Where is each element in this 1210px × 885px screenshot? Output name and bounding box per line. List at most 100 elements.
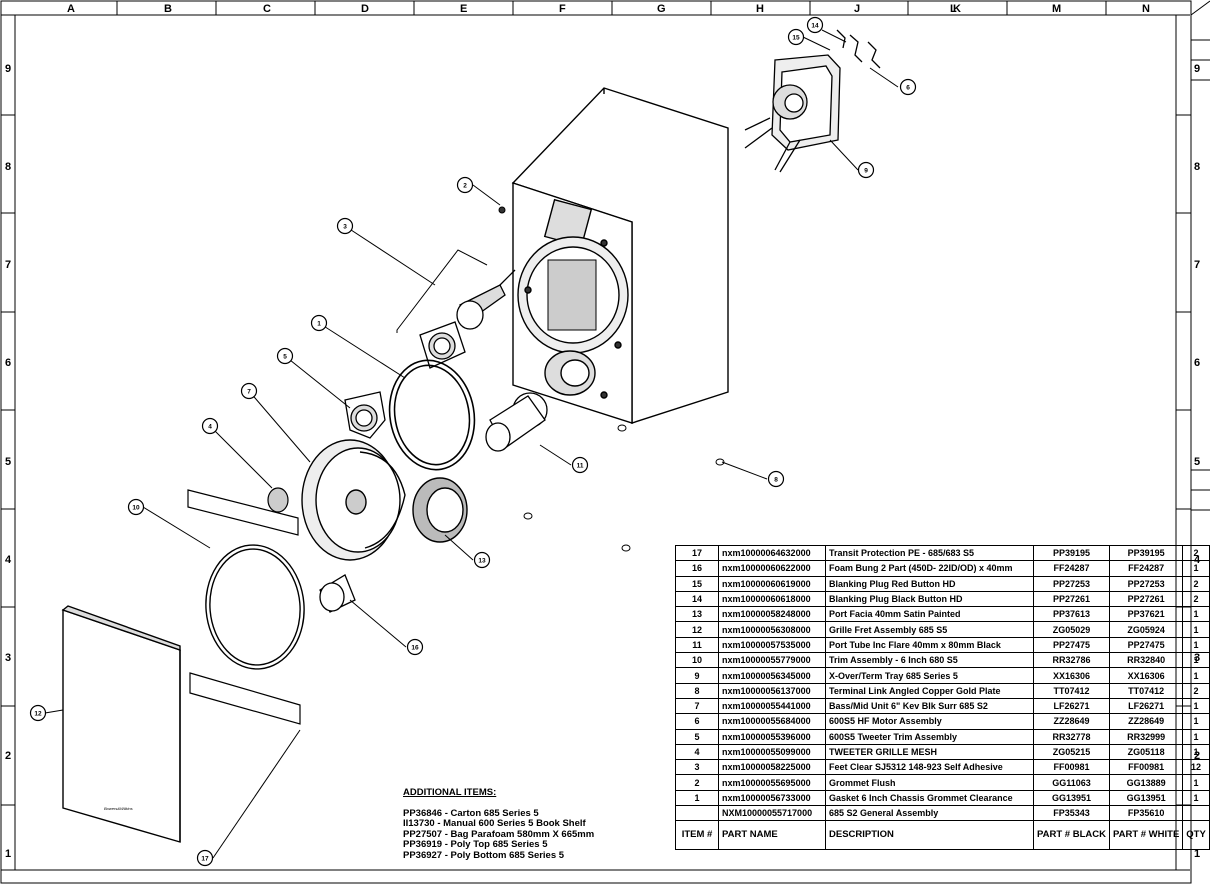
bom-cell-part-black: GG13951: [1033, 789, 1110, 807]
bom-cell-part-black: ZG05215: [1033, 743, 1110, 761]
row-label: 3: [5, 652, 11, 664]
bom-cell-part-name: nxm10000064632000: [718, 544, 826, 562]
bom-cell-part-white: FF24287: [1108, 560, 1184, 577]
column-label: D: [361, 3, 369, 15]
bom-cell-part-white: TT07412: [1108, 682, 1184, 699]
bom-cell-description: 600S5 Tweeter Trim Assembly: [825, 728, 1034, 745]
bom-cell-qty: 1: [1182, 652, 1210, 669]
bom-cell-qty: 1: [1182, 621, 1210, 638]
bom-header-item: ITEM #: [675, 820, 719, 851]
callout-10: 10: [127, 498, 145, 516]
bom-cell-part-black: RR32778: [1033, 728, 1110, 745]
row-label: 4: [5, 554, 12, 566]
cabinet: [511, 87, 729, 424]
callout-9: 9: [857, 161, 875, 179]
row-label: 5: [1194, 456, 1200, 468]
callout-number: 8: [774, 477, 778, 484]
bom-cell-part-white: RR32999: [1108, 728, 1184, 745]
bom-cell-qty: 1: [1182, 789, 1210, 807]
bom-cell-description: Foam Bung 2 Part (450D- 22ID/OD) x 40mm: [825, 560, 1034, 577]
bom-cell-part-name: nxm10000056308000: [718, 621, 826, 638]
bom-cell-description: Terminal Link Angled Copper Gold Plate: [825, 682, 1034, 699]
bom-cell-part-name: nxm10000055684000: [718, 713, 826, 730]
additional-item: PP36927 - Poly Bottom 685 Series 5: [403, 849, 565, 861]
bom-cell-item: 3: [675, 759, 719, 776]
column-label: M: [1052, 3, 1061, 15]
bom-cell-item: 13: [675, 606, 719, 623]
row-label: 9: [1194, 63, 1200, 75]
bom-cell-part-black: PP27261: [1033, 590, 1110, 608]
bom-cell-description: Feet Clear SJ5312 148-923 Self Adhesive: [825, 759, 1034, 776]
bom-header-description: DESCRIPTION: [825, 820, 1034, 851]
callout-11: 11: [571, 456, 589, 474]
bom-cell-description: 685 S2 General Assembly: [825, 805, 1034, 822]
gasket: [388, 359, 476, 471]
bom-cell-qty: 2: [1182, 575, 1210, 592]
feet-and-grommets: [498, 206, 725, 552]
callout-7: 7: [240, 382, 258, 400]
bom-cell-item: 6: [675, 713, 719, 730]
bom-cell-part-black: GG11063: [1033, 774, 1110, 791]
row-label: 1: [1194, 848, 1200, 860]
tweeter-trim: [344, 391, 386, 439]
bom-header-part-name: PART NAME: [718, 820, 826, 851]
callout-17: 17: [196, 849, 214, 867]
bom-cell-item: 15: [675, 575, 719, 592]
bom-cell-part-black: LF26271: [1033, 697, 1110, 715]
bom-cell-item: 7: [675, 697, 719, 715]
callout-leaders: [44, 29, 899, 859]
bom-cell-part-name: nxm10000055396000: [718, 728, 826, 745]
bom-cell-part-name: nxm10000060619000: [718, 575, 826, 592]
bom-cell-part-white: PP39195: [1108, 544, 1184, 562]
bom-cell-qty: 1: [1182, 560, 1210, 577]
row-label: 6: [1194, 357, 1200, 369]
bom-cell-part-white: RR32840: [1108, 652, 1184, 669]
bom-cell-description: X-Over/Term Tray 685 Series 5: [825, 667, 1034, 684]
bom-cell-description: Transit Protection PE - 685/683 S5: [825, 544, 1034, 562]
bom-cell-part-white: FP35610: [1108, 805, 1184, 822]
callout-number: 9: [864, 168, 868, 175]
bom-cell-part-name: nxm10000056733000: [718, 789, 826, 807]
bom-cell-part-name: nxm10000055441000: [718, 697, 826, 715]
callout-8: 8: [767, 470, 785, 488]
bom-cell-part-name: nxm10000060622000: [718, 560, 826, 577]
bom-cell-part-white: FF00981: [1108, 759, 1184, 776]
callout-15: 15: [787, 28, 805, 46]
bom-cell-part-white: PP27253: [1108, 575, 1184, 592]
bom-header-row: ITEM # PART NAME DESCRIPTION PART # BLAC…: [675, 820, 1210, 851]
bom-cell-item: [675, 805, 719, 822]
grille-logo: Bowers&Wilkins: [104, 806, 133, 811]
bom-cell-qty: 2: [1182, 590, 1210, 608]
callout-12: 12: [29, 704, 47, 722]
foam-bung: [319, 574, 356, 613]
bom-cell-part-black: PP37613: [1033, 606, 1110, 623]
bom-cell-part-white: ZG05118: [1108, 743, 1184, 761]
additional-item: PP27507 - Bag Parafoam 580mm X 665mm: [403, 828, 595, 840]
bom-cell-item: 1: [675, 789, 719, 807]
bom-cell-part-black: FP35343: [1033, 805, 1110, 822]
row-label: 7: [1194, 259, 1200, 271]
row-label: 8: [5, 161, 11, 173]
bom-cell-description: Bass/Mid Unit 6" Kev Blk Surr 685 S2: [825, 697, 1034, 715]
callout-number: 14: [811, 23, 819, 30]
bom-cell-part-white: PP27475: [1108, 636, 1184, 654]
bom-cell-qty: 12: [1182, 759, 1210, 776]
column-label: G: [657, 3, 666, 15]
column-label: F: [559, 3, 566, 15]
hf-motor: [419, 269, 516, 369]
bom-cell-part-name: nxm10000055695000: [718, 774, 826, 791]
tweeter-grille: [267, 487, 289, 513]
bom-cell-part-white: PP37621: [1108, 606, 1184, 623]
bom-cell-part-black: ZG05029: [1033, 621, 1110, 638]
column-label: J: [854, 3, 860, 15]
bom-cell-part-black: FF00981: [1033, 759, 1110, 776]
